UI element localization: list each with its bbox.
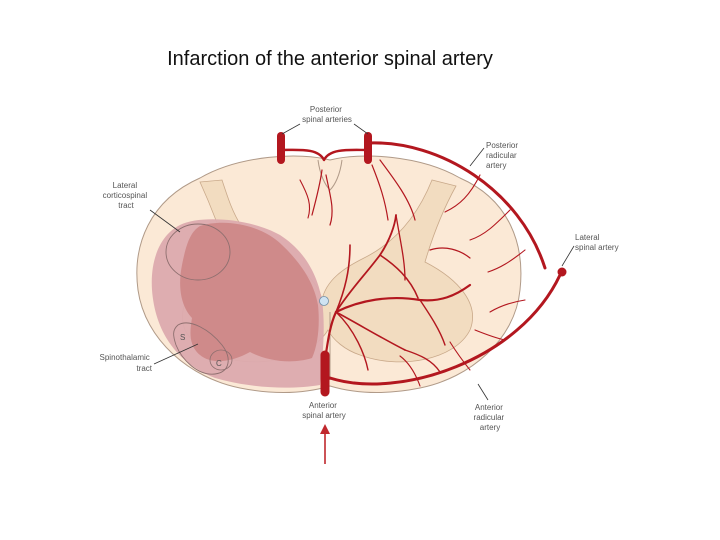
label-lateral-spinal-artery: Lateral spinal artery [575, 233, 619, 252]
posterior-penetrating-branches [299, 159, 416, 226]
slide-title: Infarction of the anterior spinal artery [167, 48, 493, 70]
label-anterior-spinal-artery: Anterior spinal artery [302, 401, 346, 420]
sulcal-artery-branches [323, 214, 472, 373]
leader-lateral-spinal [561, 245, 575, 267]
label-posterior-spinal-arteries: Posterior spinal arteries [302, 105, 352, 124]
pointer-arrow [320, 424, 330, 464]
posterior-anastomosis [279, 148, 370, 162]
lateral-spinal-artery-node [557, 267, 567, 277]
peripheral-vasocorona-branches [399, 174, 526, 387]
leader-anterior-radicular [477, 383, 489, 401]
anterior-radicular-artery [328, 273, 562, 386]
marker-c: C [216, 359, 222, 368]
leader-posterior-spinal [281, 123, 369, 135]
marker-s: S [180, 333, 185, 342]
label-anterior-radicular-artery: Anterior radicular artery [474, 403, 507, 432]
leader-lateral-corticospinal [149, 209, 181, 233]
spinothalamic-tract-outline [173, 322, 229, 375]
spinothalamic-inner-outline [209, 349, 233, 371]
central-canal [319, 296, 329, 306]
label-posterior-radicular-artery: Posterior radicular artery [486, 141, 520, 170]
posterior-radicular-artery [366, 141, 547, 270]
leader-posterior-radicular [469, 147, 485, 167]
lateral-corticospinal-tract-outline [165, 223, 231, 281]
label-lateral-corticospinal-tract: Lateral corticospinal tract [103, 181, 150, 210]
label-spinothalamic-tract: Spinothalamic tract [100, 353, 153, 373]
posterior-median-sulcus [317, 159, 343, 191]
leader-spinothalamic [153, 343, 199, 365]
infarct-zone-inner [180, 222, 319, 362]
